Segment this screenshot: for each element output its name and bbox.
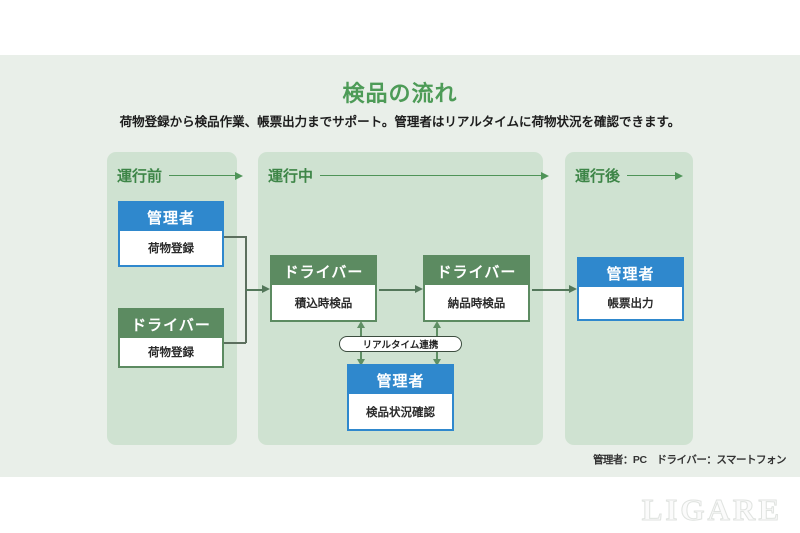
node-role-header: ドライバー	[272, 257, 375, 285]
connector-line	[224, 342, 246, 344]
flow-arrow	[246, 286, 270, 293]
node-task-label: 荷物登録	[120, 231, 222, 265]
phase-header: 運行中	[268, 165, 549, 186]
connector-line	[245, 236, 247, 343]
phase-column-pre-operation: 運行前	[107, 152, 243, 445]
node-admin-cargo-registration: 管理者 荷物登録	[118, 201, 224, 267]
device-footnote: 管理者：PC ドライバー：スマートフォン	[592, 454, 787, 466]
phase-label: 運行後	[575, 168, 621, 185]
node-task-label: 荷物登録	[120, 338, 222, 366]
node-admin-inspection-status-check: 管理者 検品状況確認	[347, 364, 454, 431]
node-task-label: 帳票出力	[579, 287, 682, 319]
realtime-link-badge: リアルタイム連携	[339, 336, 462, 352]
connector-line	[224, 236, 246, 238]
right-arrow-icon	[627, 172, 683, 179]
node-task-label: 納品時検品	[425, 285, 528, 320]
node-task-label: 検品状況確認	[349, 394, 452, 429]
node-role-header: 管理者	[349, 366, 452, 394]
node-role-header: 管理者	[579, 259, 682, 287]
node-admin-report-output: 管理者 帳票出力	[577, 257, 684, 321]
node-driver-cargo-registration: ドライバー 荷物登録	[118, 308, 224, 368]
flow-arrow	[532, 286, 577, 293]
phase-label: 運行前	[117, 168, 163, 185]
page-title: 検品の流れ	[342, 81, 458, 106]
node-driver-delivery-inspection: ドライバー 納品時検品	[423, 255, 530, 322]
flow-arrow	[379, 286, 423, 293]
page-subtitle: 荷物登録から検品作業、帳票出力までサポート。管理者はリアルタイムに荷物状況を確認…	[119, 115, 681, 129]
node-role-header: 管理者	[120, 203, 222, 231]
node-role-header: ドライバー	[120, 310, 222, 338]
right-arrow-icon	[320, 172, 549, 179]
phase-header: 運行前	[117, 165, 243, 186]
phase-label: 運行中	[268, 168, 314, 185]
right-arrow-icon	[169, 172, 243, 179]
ligare-logo: LIGARE	[641, 492, 782, 528]
node-role-header: ドライバー	[425, 257, 528, 285]
node-driver-loading-inspection: ドライバー 積込時検品	[270, 255, 377, 322]
phase-header: 運行後	[575, 165, 683, 186]
node-task-label: 積込時検品	[272, 285, 375, 320]
